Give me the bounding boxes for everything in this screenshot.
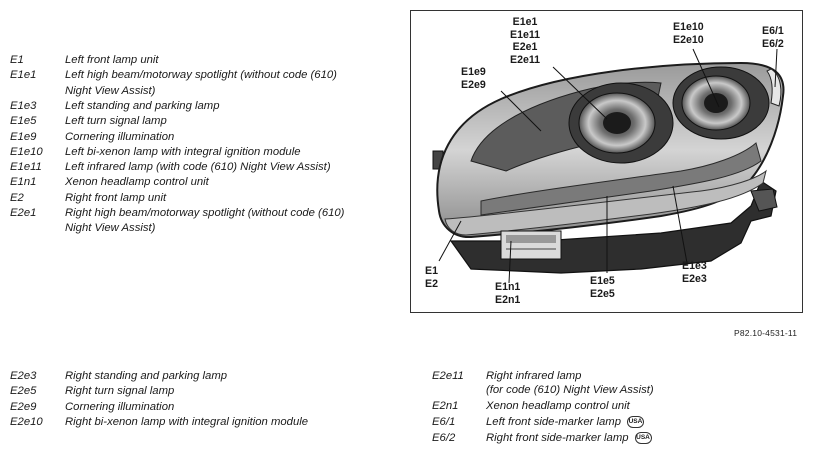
legend-code: E2e10 [10, 415, 43, 428]
legend-code: E1e10 [10, 145, 43, 158]
callout-label: E2e5 [590, 287, 615, 300]
legend-description-text: Night View Assist) [65, 84, 156, 97]
callout-label: E1e11 [510, 28, 541, 41]
callout-e1e9: E1e9 E2e9 [461, 66, 486, 91]
legend-description-text: Left high beam/motorway spotlight (witho… [65, 69, 337, 82]
legend-description: Left front side-marker lamp USA [486, 415, 644, 429]
callout-label: E2e10 [673, 33, 704, 46]
callout-e1e3: E1e3 E2e3 [682, 260, 707, 285]
legend-code: E2 [10, 191, 24, 204]
legend-description: Left standing and parking lamp [65, 99, 220, 113]
callout-label: E2e11 [510, 53, 541, 66]
callout-label: E2n1 [495, 293, 521, 306]
headlamp-figure: E1e1 E1e11 E2e1 E2e11 E1e10 E2e10 E6/1 E… [410, 10, 803, 313]
callout-label: E1e9 [461, 66, 486, 78]
legend-description-text: Left standing and parking lamp [65, 99, 220, 112]
legend-code: E1e5 [10, 115, 37, 128]
legend-description: Right front side-marker lamp USA [486, 431, 652, 445]
legend-description-text: Cornering illumination [65, 400, 175, 413]
legend-code: E6/1 [432, 415, 456, 428]
legend-description: (for code (610) Night View Assist) [486, 383, 654, 397]
legend-description: Xenon headlamp control unit [65, 175, 209, 189]
legend-description-text: (for code (610) Night View Assist) [486, 383, 654, 396]
callout-label: E2e9 [461, 78, 486, 91]
legend-description-text: Left front side-marker lamp [486, 415, 621, 428]
legend-description: Night View Assist) [65, 221, 155, 235]
legend-code: E2e9 [10, 400, 37, 413]
callout-e1: E1 E2 [425, 265, 438, 290]
lower-strip [444, 169, 767, 236]
callout-e1e5: E1e5 E2e5 [590, 275, 615, 300]
legend-description-text: Left bi-xenon lamp with integral ignitio… [65, 145, 301, 158]
legend-code: E1e1 [10, 69, 37, 82]
callout-label: E1 [425, 265, 438, 277]
callout-label: E1e1 [512, 16, 538, 28]
legend-description: Left high beam/motorway spotlight (witho… [65, 68, 337, 82]
callout-label: E1e3 [682, 260, 707, 272]
figure-reference: P82.10-4531-11 [734, 328, 798, 338]
legend-description-text: Cornering illumination [65, 130, 175, 143]
legend-description: Xenon headlamp control unit [486, 399, 630, 413]
headlamp-illustration [432, 48, 785, 284]
usa-badge-icon: USA [626, 415, 644, 428]
legend-description-text: Right standing and parking lamp [65, 370, 228, 382]
legend-code: E2e3 [10, 370, 37, 382]
legend-description: Night View Assist) [65, 84, 155, 98]
legend-description-text: Right bi-xenon lamp with integral igniti… [65, 415, 309, 428]
legend-code: E1e3 [10, 99, 37, 112]
legend-description-text: Xenon headlamp control unit [65, 176, 209, 189]
legend-description: Right standing and parking lamp [65, 369, 227, 383]
legend-description-text: Right infrared lamp [486, 370, 582, 382]
legend-description-text: Right turn signal lamp [65, 385, 175, 398]
legend-description-text: Right high beam/motorway spotlight (with… [65, 207, 345, 219]
legend-code: E1n1 [10, 176, 37, 189]
legend-code: E2e5 [10, 385, 37, 398]
legend-code: E1e11 [10, 161, 42, 174]
legend-description-text: Left front lamp unit [65, 54, 159, 66]
callout-e1e10: E1e10 E2e10 [673, 21, 704, 46]
legend-description: Cornering illumination [65, 400, 174, 414]
legend-description-text: Right front side-marker lamp [486, 431, 629, 444]
legend-code: E1e9 [10, 130, 37, 143]
callout-label: E2 [425, 277, 438, 290]
callout-e1e1: E1e1 E1e11 E2e1 E2e11 [510, 16, 540, 66]
leader-lines [438, 48, 778, 284]
callout-label: E2e3 [682, 272, 707, 285]
legend-description: Left infrared lamp (with code (610) Nigh… [65, 160, 331, 174]
legend-description: Cornering illumination [65, 130, 174, 144]
legend-description: Left front lamp unit [65, 53, 159, 67]
callout-label: E1e10 [673, 21, 704, 33]
legend-description-text: Xenon headlamp control unit [486, 399, 630, 412]
legend-description: Right high beam/motorway spotlight (with… [65, 206, 344, 220]
legend-description: Left bi-xenon lamp with integral ignitio… [65, 145, 301, 159]
legend-code: E2e11 [432, 370, 464, 382]
side-marker-lamp [766, 68, 782, 107]
legend-description-text: Left infrared lamp (with code (610) Nigh… [65, 161, 331, 174]
usa-badge-icon: USA [634, 431, 652, 444]
legend-code: E2n1 [432, 399, 459, 412]
legend-description-text: Left turn signal lamp [65, 115, 167, 128]
legend-description: Right bi-xenon lamp with integral igniti… [65, 415, 308, 429]
callout-label: E6/1 [762, 25, 784, 37]
legend-description: Right turn signal lamp [65, 384, 174, 398]
mount-bracket-right [750, 188, 778, 212]
legend-description-text: Night View Assist) [65, 222, 156, 235]
legend-code: E2e1 [10, 207, 37, 219]
callout-label: E1e5 [590, 275, 615, 287]
legend-description: Right front lamp unit [65, 191, 166, 205]
legend-code: E6/2 [432, 431, 456, 444]
indicator-band [480, 142, 762, 216]
legend-description-text: Right front lamp unit [65, 191, 167, 204]
legend-code: E1 [10, 54, 24, 66]
callout-label: E2e1 [512, 41, 538, 53]
callout-e6: E6/1 E6/2 [762, 25, 784, 50]
legend-description: Right infrared lamp [486, 369, 581, 383]
legend-description: Left turn signal lamp [65, 114, 167, 128]
callout-label: E1n1 [495, 281, 521, 293]
callout-label: E6/2 [762, 37, 784, 50]
callout-e1n1: E1n1 E2n1 [495, 281, 520, 306]
